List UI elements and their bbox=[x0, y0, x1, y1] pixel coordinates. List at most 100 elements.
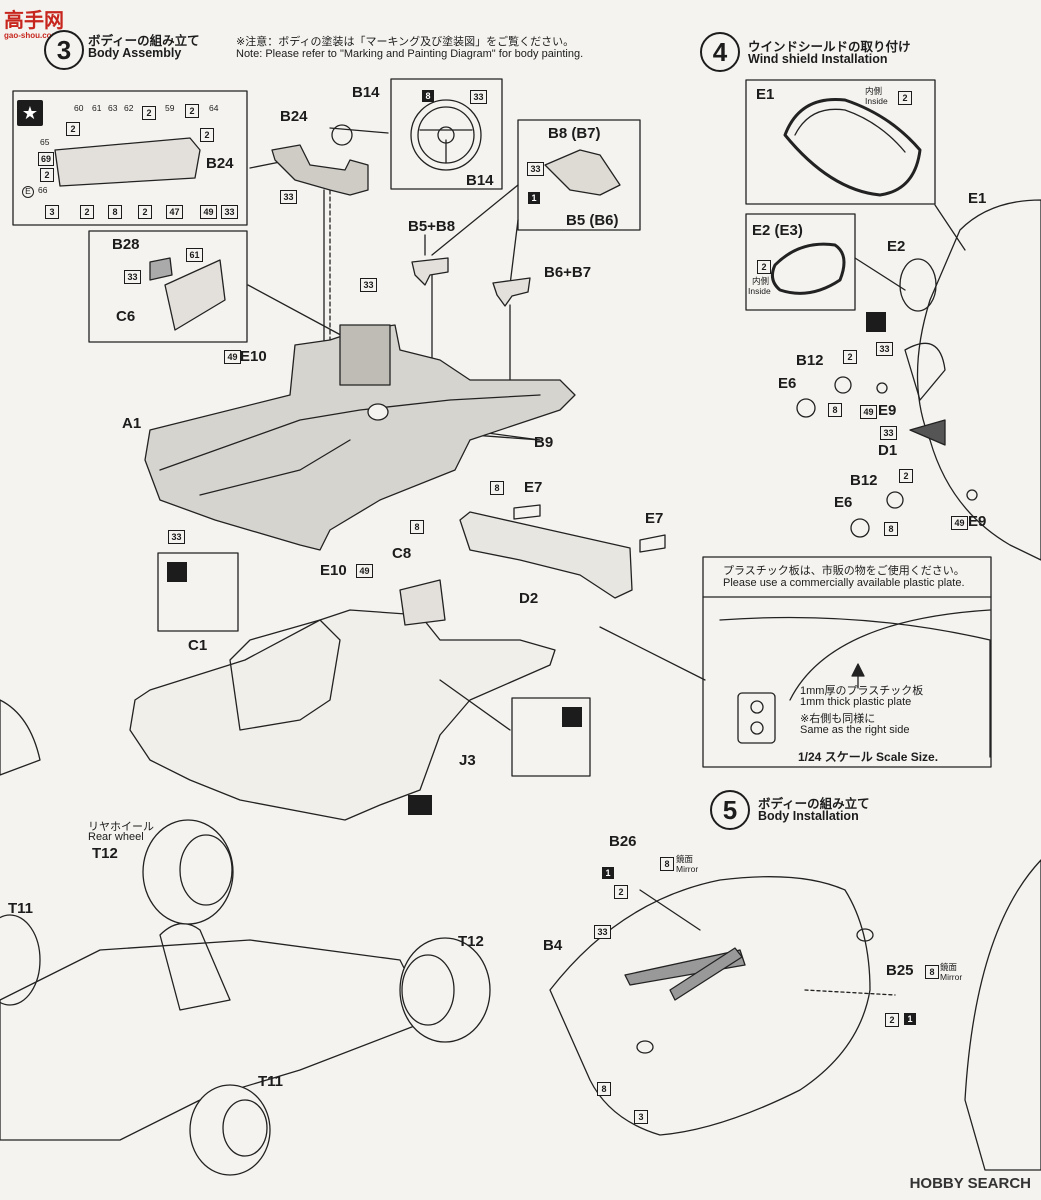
color-2-badge: 2 bbox=[899, 469, 913, 483]
part-b5-b8-label: B5+B8 bbox=[408, 218, 456, 235]
part-d1-label: D1 bbox=[878, 442, 898, 459]
color-2-badge: 2 bbox=[80, 205, 94, 219]
color-8-badge: 8 bbox=[597, 1082, 611, 1096]
color-8-badge: 8 bbox=[108, 205, 122, 219]
part-b25-label: B25 bbox=[886, 962, 914, 979]
scale-size-label: 1/24 スケール Scale Size. bbox=[798, 750, 939, 764]
color-33-badge: 33 bbox=[594, 925, 611, 939]
mirror-jp-label: 鏡面 bbox=[940, 962, 958, 972]
plate-note-en2: Same as the right side bbox=[800, 724, 910, 736]
part-b12-label: B12 bbox=[850, 472, 878, 489]
part-b24-label: B24 bbox=[206, 155, 234, 172]
color-2-badge: 2 bbox=[614, 885, 628, 899]
part-t12-label: T12 bbox=[92, 845, 118, 862]
color-2-badge: 2 bbox=[843, 350, 857, 364]
part-c1-label: C1 bbox=[188, 637, 208, 654]
color-8-badge: 8 bbox=[660, 857, 674, 871]
part-b8-b7-label: B8 (B7) bbox=[548, 125, 601, 142]
part-b14-label: B14 bbox=[466, 172, 494, 189]
part-b14-label: B14 bbox=[352, 84, 380, 101]
step-3-note-jp: ※注意：ボディの塗装は「マーキング及び塗装図」をご覧ください。 bbox=[236, 36, 575, 48]
color-61-label: 61 bbox=[92, 103, 102, 113]
tool-icon bbox=[866, 312, 886, 332]
plate-note-en1: 1mm thick plastic plate bbox=[800, 696, 912, 708]
step-4-title-jp: ウインドシールドの取り付け bbox=[748, 40, 911, 54]
color-1-badge: 1 bbox=[602, 867, 614, 879]
color-8-badge: 8 bbox=[884, 522, 898, 536]
part-b9-label: B9 bbox=[534, 434, 554, 451]
color-33-badge: 33 bbox=[221, 205, 238, 219]
star-decal-icon: ★ bbox=[17, 100, 43, 126]
color-2-badge: 2 bbox=[200, 128, 214, 142]
part-c6-label: C6 bbox=[116, 308, 136, 325]
hobby-search-watermark: HOBBY SEARCH bbox=[909, 1175, 1031, 1192]
part-e1-label: E1 bbox=[756, 86, 775, 103]
color-33-badge: 33 bbox=[470, 90, 487, 104]
color-49-badge: 49 bbox=[200, 205, 217, 219]
inside-jp-label: 内側 bbox=[865, 86, 883, 96]
step-3-title-en: Body Assembly bbox=[88, 46, 182, 60]
part-e6-label: E6 bbox=[778, 375, 797, 392]
step-5-title-jp: ボディーの組み立て bbox=[758, 797, 870, 811]
part-t11-label: T11 bbox=[258, 1073, 284, 1090]
step-3-note-en: Note: Please refer to "Marking and Paint… bbox=[236, 48, 584, 60]
part-e9-label: E9 bbox=[968, 513, 987, 530]
color-33-badge: 33 bbox=[280, 190, 297, 204]
color-33-badge: 33 bbox=[360, 278, 377, 292]
color-2-badge: 2 bbox=[40, 168, 54, 182]
rear-wheel-en-label: Rear wheel bbox=[88, 831, 144, 843]
color-2-badge: 2 bbox=[138, 205, 152, 219]
logo-text: 高手网 bbox=[4, 10, 64, 32]
color-1-badge: 1 bbox=[904, 1013, 916, 1025]
color-49-badge: 49 bbox=[224, 350, 241, 364]
color-49-badge: 49 bbox=[860, 405, 877, 419]
part-c8-label: C8 bbox=[392, 545, 412, 562]
part-t11-label: T11 bbox=[8, 900, 34, 917]
part-j3-label: J3 bbox=[459, 752, 476, 769]
step-3-number: 3 bbox=[44, 30, 84, 70]
color-3-badge: 3 bbox=[45, 205, 59, 219]
color-8-badge: 8 bbox=[828, 403, 842, 417]
color-59-label: 59 bbox=[165, 103, 175, 113]
color-33-badge: 33 bbox=[876, 342, 893, 356]
part-t12-label: T12 bbox=[458, 933, 484, 950]
color-8-badge: 8 bbox=[490, 481, 504, 495]
part-e2-e3-label: E2 (E3) bbox=[752, 222, 803, 239]
color-66-label: 66 bbox=[38, 185, 48, 195]
part-e9-label: E9 bbox=[878, 402, 897, 419]
decal-e-marker: E bbox=[22, 186, 34, 198]
color-62-label: 62 bbox=[124, 103, 134, 113]
part-e7-label: E7 bbox=[524, 479, 543, 496]
part-e10-label: E10 bbox=[240, 348, 267, 365]
color-49-badge: 49 bbox=[951, 516, 968, 530]
tool-icon bbox=[562, 707, 582, 727]
color-63-label: 63 bbox=[108, 103, 118, 113]
plate-note-jp1: 1mm厚のプラスチック板 bbox=[800, 685, 924, 697]
color-60-label: 60 bbox=[74, 103, 84, 113]
step-5-title-en: Body Installation bbox=[758, 809, 859, 823]
part-b26-label: B26 bbox=[609, 833, 637, 850]
color-2-badge: 2 bbox=[185, 104, 199, 118]
color-8-badge: 8 bbox=[410, 520, 424, 534]
logo-url: gao-shou.com bbox=[4, 31, 59, 40]
inside-jp-label: 内側 bbox=[752, 276, 770, 286]
color-8-badge: 8 bbox=[925, 965, 939, 979]
tool-icon bbox=[167, 562, 187, 582]
part-e10-label: E10 bbox=[320, 562, 347, 579]
rear-wheel-jp-label: リヤホイール bbox=[88, 821, 154, 833]
part-b12-label: B12 bbox=[796, 352, 824, 369]
color-33-badge: 33 bbox=[527, 162, 544, 176]
color-3-badge: 3 bbox=[634, 1110, 648, 1124]
color-2-badge: 2 bbox=[885, 1013, 899, 1027]
color-2-badge: 2 bbox=[898, 91, 912, 105]
mirror-en-label: Mirror bbox=[676, 864, 699, 874]
color-2-badge: 2 bbox=[66, 122, 80, 136]
color-47-badge: 47 bbox=[166, 205, 183, 219]
color-49-badge: 49 bbox=[356, 564, 373, 578]
color-69-badge: 69 bbox=[38, 152, 54, 166]
part-b6-b7-label: B6+B7 bbox=[544, 264, 592, 281]
color-2-badge: 2 bbox=[757, 260, 771, 274]
color-64-label: 64 bbox=[209, 103, 219, 113]
part-a1-label: A1 bbox=[122, 415, 142, 432]
